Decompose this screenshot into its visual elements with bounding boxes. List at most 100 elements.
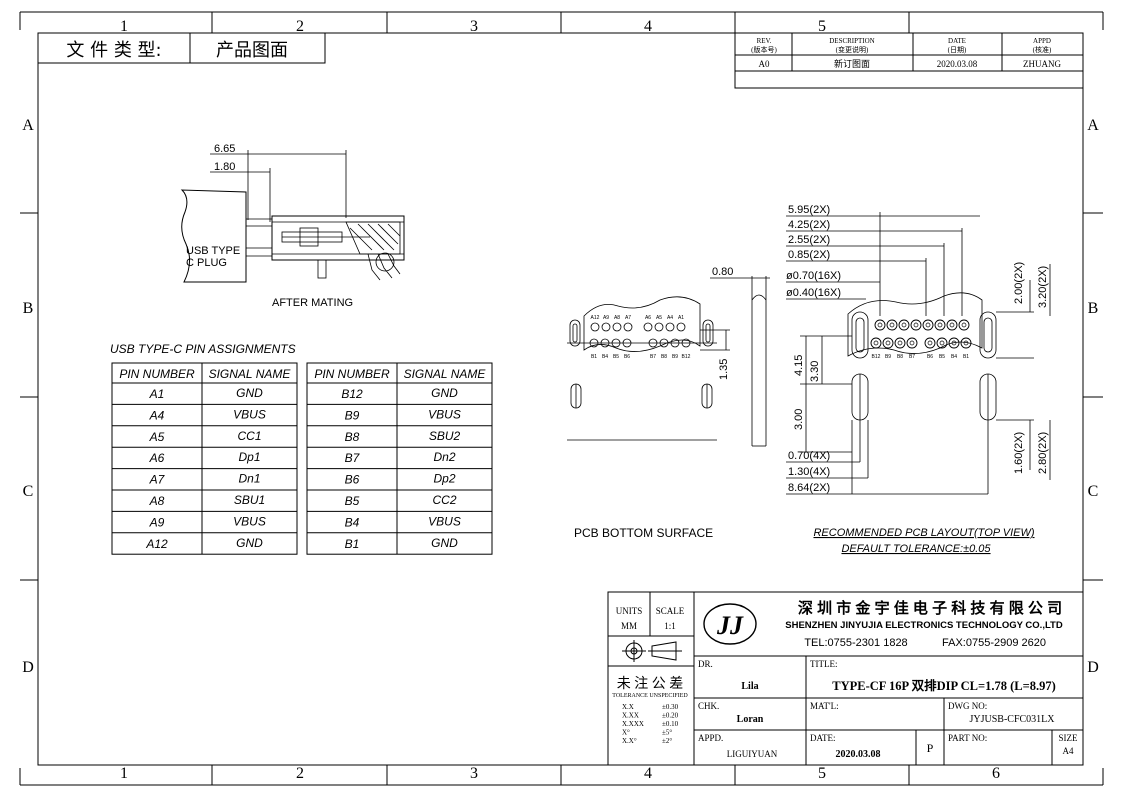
rev-value: A0: [759, 59, 770, 69]
pad-label: B7: [909, 354, 915, 360]
pin-number-cell: A6: [149, 451, 165, 465]
zone-col-2-top: 2: [296, 18, 304, 35]
pad-bottom-row: [960, 337, 972, 349]
size-label: SIZE: [1059, 733, 1079, 743]
date-label: DATE:: [810, 733, 836, 743]
pin-number-cell: B5: [345, 494, 360, 508]
dim-2.55: 2.55(2X): [788, 234, 830, 246]
zone-row-d: D: [22, 659, 34, 676]
signal-name-cell: GND: [236, 386, 263, 400]
pin-hole: [648, 338, 658, 348]
date-header-cn: (日期): [948, 46, 967, 54]
zone-row-a-right: A: [1087, 117, 1099, 134]
pad-top-row: [874, 319, 886, 331]
pin-number-cell: A12: [145, 537, 168, 551]
dim-1.35: 1.35: [718, 359, 730, 380]
rev-header: REV.: [757, 37, 772, 45]
pin-hole: [611, 338, 621, 348]
chk-value: Loran: [737, 714, 764, 725]
pin-label-top: A8: [614, 315, 620, 321]
pad-drill: [927, 340, 933, 346]
scale-label: SCALE: [656, 606, 685, 616]
signal-name-cell: SBU1: [234, 493, 265, 507]
page-label: P: [927, 741, 934, 755]
sheet-border: [19, 11, 1104, 786]
pin-number-cell: A5: [149, 430, 165, 444]
units-label: UNITS: [616, 606, 643, 616]
pad-drill: [939, 340, 945, 346]
pin-number-cell: A4: [149, 408, 165, 422]
zone-row-b: B: [23, 300, 34, 317]
signal-name-cell: Dp1: [238, 450, 260, 464]
pad-drill: [885, 340, 891, 346]
tolerance-value: ±5°: [662, 729, 672, 737]
pad-label: B5: [939, 354, 945, 360]
dim-1.60: 1.60(2X): [1013, 432, 1025, 474]
dim-3.20: 3.20(2X): [1037, 266, 1049, 308]
pin-label-bottom: B1: [591, 354, 597, 360]
pad-drill: [901, 322, 907, 328]
pin-label-top: A5: [656, 315, 662, 321]
after-mating-view: [180, 150, 405, 283]
signal-name-cell: VBUS: [428, 514, 461, 528]
tolerance-list: X.X±0.30X.XX±0.20X.XXX±0.10X°±5°X.X°±2°: [622, 703, 679, 745]
pin-number-cell: B8: [345, 430, 360, 444]
zone-col-3-top: 3: [470, 18, 478, 35]
zone-col-3: 3: [470, 765, 478, 782]
pin-number-cell: B9: [345, 408, 360, 422]
pin-hole: [622, 338, 632, 348]
signal-name-header: SIGNAL NAME: [209, 367, 292, 381]
dim-0.70-4x: 0.70(4X): [788, 450, 830, 462]
description-header: DESCRIPTION: [829, 37, 875, 45]
pad-bottom-row: [906, 337, 918, 349]
pad-top-row: [898, 319, 910, 331]
tolerance-value: ±0.20: [662, 712, 679, 720]
pad-drill: [889, 322, 895, 328]
tolerance-cn: 未 注 公 差: [617, 676, 684, 692]
pin-table-title: USB TYPE-C PIN ASSIGNMENTS: [110, 342, 296, 356]
pad-label: B12: [872, 354, 881, 360]
pad-top-row: [934, 319, 946, 331]
tolerance-en: TOLERANCE UNSPECIFIED: [612, 693, 688, 699]
pad-bottom-row: [894, 337, 906, 349]
pad-drill: [873, 340, 879, 346]
pin-label-top: A6: [645, 315, 651, 321]
date-header: DATE: [948, 37, 966, 45]
pin-label-top: A1: [678, 315, 684, 321]
pin-number-cell: A8: [149, 494, 165, 508]
dim-0.85: 0.85(2X): [788, 249, 830, 261]
pin-hole: [654, 322, 664, 332]
pin-hole: [665, 322, 675, 332]
pad-top-row: [946, 319, 958, 331]
logo-text: JJ: [716, 611, 744, 640]
chk-label: CHK.: [698, 701, 719, 711]
dim-3.30: 3.30: [809, 361, 821, 382]
signal-name-cell: Dp2: [433, 472, 455, 486]
doc-type-box: 文 件 类 型: 产品图面: [37, 32, 326, 64]
pin-hole: [659, 338, 669, 348]
signal-name-cell: GND: [431, 536, 458, 550]
tolerance-key: X°: [622, 729, 630, 737]
tolerance-key: X.XX: [622, 712, 639, 720]
pcb-layout-caption: RECOMMENDED PCB LAYOUT(TOP VIEW): [813, 527, 1034, 539]
revision-block: REV. (版本号) DESCRIPTION (变更说明) DATE (日期) …: [734, 32, 1084, 89]
plug-label-line1: USB TYPE: [186, 245, 240, 257]
pad-bottom-row: [936, 337, 948, 349]
pad-drill: [913, 322, 919, 328]
dim-4.15: 4.15: [793, 355, 805, 376]
zone-col-1: 1: [120, 765, 128, 782]
units-value: MM: [621, 621, 637, 631]
pin-number-cell: B7: [345, 451, 361, 465]
pin-label-bottom: B12: [682, 354, 691, 360]
appd-label: APPD.: [698, 733, 723, 743]
material-label: MAT'L:: [810, 701, 839, 711]
pad-label: B4: [951, 354, 957, 360]
company-tel: TEL:0755-2301 1828: [804, 637, 907, 649]
pad-drill: [961, 322, 967, 328]
dim-2.00: 2.00(2X): [1013, 262, 1025, 304]
pad-top-row: [910, 319, 922, 331]
pin-hole: [623, 322, 633, 332]
date-value: 2020.03.08: [937, 59, 978, 69]
